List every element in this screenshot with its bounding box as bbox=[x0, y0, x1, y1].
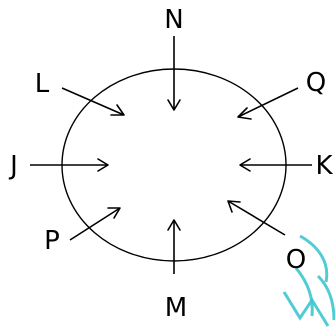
label-l: L bbox=[35, 69, 50, 99]
arrow-j bbox=[30, 158, 109, 172]
label-n: N bbox=[164, 5, 183, 35]
arrow-p bbox=[69, 207, 121, 241]
arrow-k bbox=[239, 158, 312, 172]
arrow-q bbox=[237, 87, 299, 120]
label-m: M bbox=[165, 293, 187, 323]
watermark bbox=[282, 234, 335, 327]
arrow-l bbox=[61, 87, 125, 116]
arrow-m bbox=[167, 219, 181, 274]
label-k: K bbox=[315, 151, 333, 181]
label-j: J bbox=[8, 151, 18, 181]
label-q: Q bbox=[306, 68, 326, 98]
label-p: P bbox=[44, 226, 60, 256]
arrow-n bbox=[167, 36, 181, 111]
arrow-o bbox=[227, 200, 286, 236]
label-o: O bbox=[286, 245, 306, 275]
